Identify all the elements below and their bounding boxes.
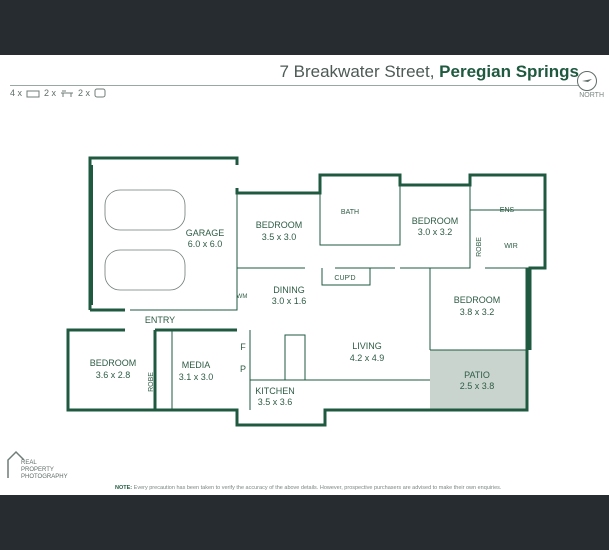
entry-label: ENTRY (145, 315, 175, 325)
bedroom3-label: BEDROOM (454, 295, 501, 305)
bath-count: 2 x (44, 88, 57, 98)
floor-plan: GARAGE 6.0 x 6.0 BEDROOM 3.5 x 3.0 BATH … (66, 156, 547, 427)
bedroom2-size: 3.0 x 3.2 (418, 227, 453, 237)
car-count: 2 x (78, 88, 91, 98)
cars-icon (104, 189, 186, 291)
robe1-label: ROBE (476, 237, 483, 257)
company-logo: REAL PROPERTY PHOTOGRAPHY (6, 450, 68, 481)
note-label: NOTE: (115, 485, 133, 491)
logo-line1: REAL (21, 460, 37, 466)
address-suburb: Peregian Springs (439, 62, 579, 81)
bedroom1-label: BEDROOM (256, 220, 303, 230)
header-divider (10, 85, 578, 86)
address-street: 7 Breakwater Street, (279, 62, 435, 81)
fridge-label: F (240, 342, 246, 352)
patio-area (430, 350, 527, 410)
bath-icon (61, 90, 74, 97)
disclaimer-note: NOTE: Every precaution has been taken to… (115, 485, 501, 491)
bed-count: 4 x (10, 88, 23, 98)
bath-label: BATH (341, 209, 359, 216)
wir-label: WIR (504, 243, 518, 250)
car-icon (94, 88, 106, 98)
compass-label: NORTH (579, 92, 604, 99)
dining-label: DINING (273, 285, 305, 295)
patio-size: 2.5 x 3.8 (460, 381, 495, 391)
wm-label: WM (237, 294, 248, 300)
floor-plan-sheet: 7 Breakwater Street, Peregian Springs 4 … (0, 55, 609, 495)
dining-size: 3.0 x 1.6 (272, 296, 307, 306)
note-text: Every precaution has been taken to verif… (133, 485, 502, 491)
media-size: 3.1 x 3.0 (179, 372, 214, 382)
kitchen-size: 3.5 x 3.6 (258, 397, 293, 407)
patio-label: PATIO (464, 370, 490, 380)
garage-label: GARAGE (186, 228, 225, 238)
ens-label: ENS (500, 207, 515, 214)
garage-size: 6.0 x 6.0 (188, 239, 223, 249)
living-label: LIVING (352, 341, 382, 351)
bedroom4-label: BEDROOM (90, 358, 137, 368)
compass-icon (577, 71, 597, 91)
property-address: 7 Breakwater Street, Peregian Springs (279, 62, 579, 82)
bedroom4-size: 3.6 x 2.8 (96, 370, 131, 380)
bed-icon (26, 90, 40, 97)
logo-line2: PROPERTY (21, 467, 54, 473)
kitchen-label: KITCHEN (255, 386, 295, 396)
pantry-label: P (240, 364, 246, 374)
living-size: 4.2 x 4.9 (350, 353, 385, 363)
robe2-label: ROBE (148, 372, 155, 392)
interior-walls (91, 165, 545, 410)
house-logo-icon (7, 450, 25, 478)
bedroom2-label: BEDROOM (412, 216, 459, 226)
logo-line3: PHOTOGRAPHY (21, 474, 68, 480)
cupd-label: CUP'D (334, 275, 355, 282)
media-label: MEDIA (182, 360, 211, 370)
bedroom3-size: 3.8 x 3.2 (460, 307, 495, 317)
bedroom1-size: 3.5 x 3.0 (262, 232, 297, 242)
features-summary: 4 x 2 x 2 x (10, 88, 106, 98)
